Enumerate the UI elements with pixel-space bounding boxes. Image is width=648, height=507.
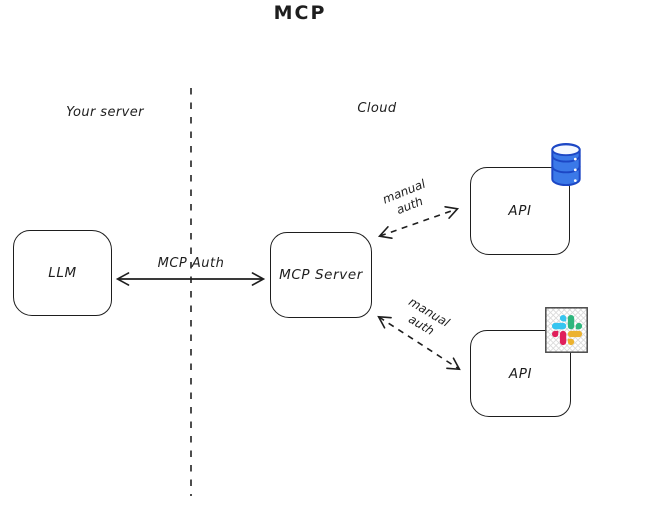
node-mcp-server-label: MCP Server <box>279 267 363 283</box>
database-icon <box>551 142 581 187</box>
region-label-cloud: Cloud <box>357 101 397 116</box>
diagram-title: MCP <box>273 2 327 24</box>
edge-manual-auth-top <box>377 206 460 239</box>
node-mcp-server: MCP Server <box>270 232 372 318</box>
node-api-slack: API <box>470 330 571 417</box>
slack-icon <box>545 307 588 353</box>
edge-label-mcp-auth: MCP Auth <box>157 256 225 271</box>
edge-manual-auth-bottom <box>377 315 461 371</box>
node-api-database-label: API <box>508 203 532 219</box>
node-api-slack-label: API <box>508 365 533 382</box>
node-llm: LLM <box>13 230 112 316</box>
node-api-database: API <box>470 167 570 255</box>
node-llm-label: LLM <box>48 265 77 281</box>
region-label-your-server: Your server <box>66 105 144 120</box>
